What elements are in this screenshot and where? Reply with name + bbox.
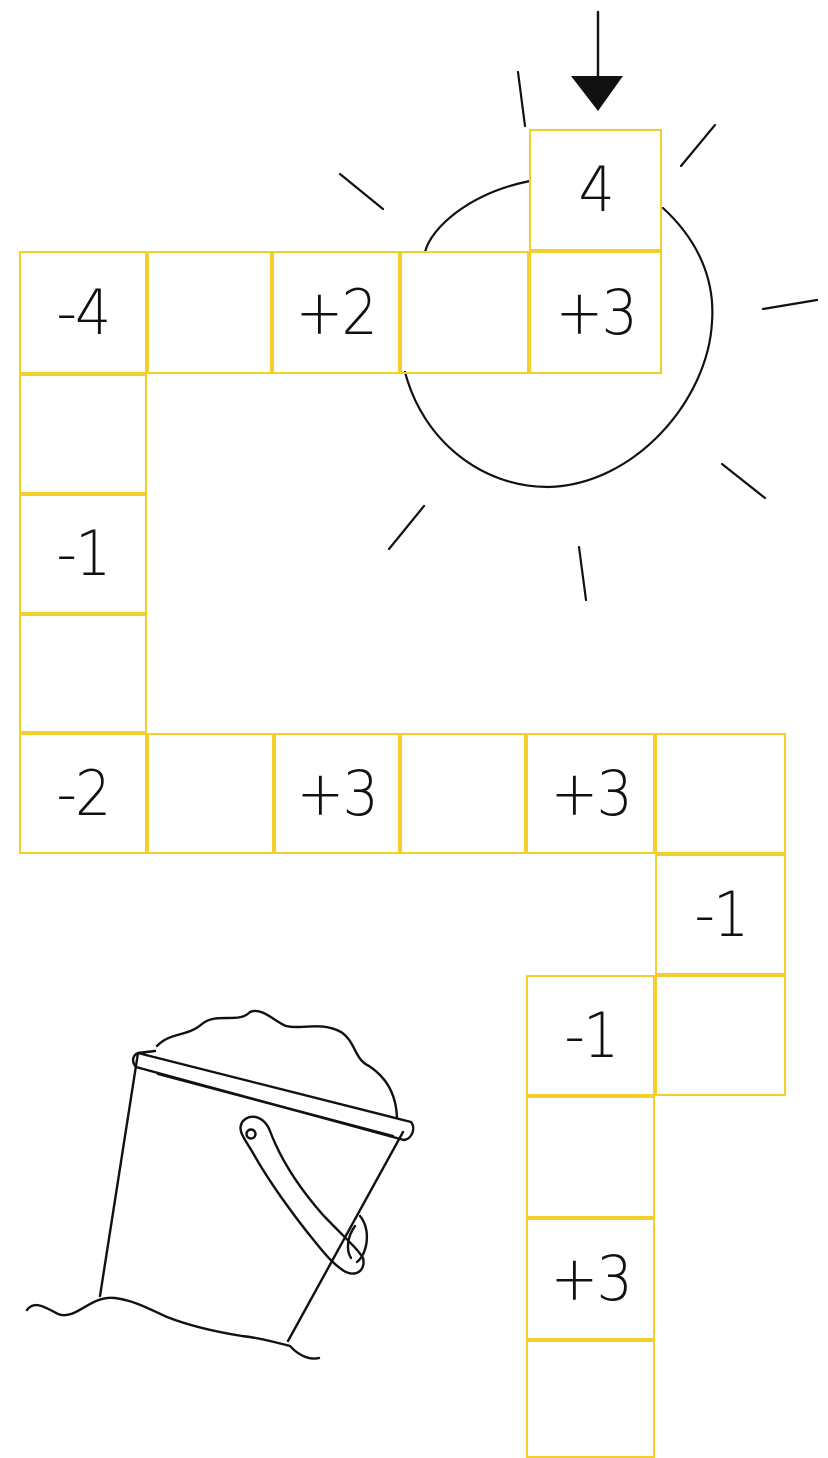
start-cell-value: 4 (578, 159, 612, 221)
operation-cell: +3 (274, 733, 400, 854)
operation-cell: +3 (526, 1218, 655, 1340)
operation-cell: -1 (655, 854, 786, 975)
blank-cell[interactable] (19, 374, 147, 494)
blank-cell[interactable] (526, 1096, 655, 1218)
operation-cell-value: +3 (297, 763, 377, 825)
operation-cell-value: -1 (56, 523, 109, 585)
blank-cell[interactable] (400, 733, 526, 854)
blank-cell[interactable] (655, 733, 786, 854)
operation-cell-value: +3 (550, 1248, 630, 1310)
operation-cell: +3 (529, 251, 662, 374)
blank-cell[interactable] (400, 251, 529, 374)
operation-cell: +3 (526, 733, 655, 854)
blank-cell[interactable] (526, 1340, 655, 1458)
operation-cell: -1 (19, 494, 147, 614)
blank-cell[interactable] (147, 251, 272, 374)
operation-cell-value: -1 (564, 1005, 617, 1067)
operation-cell-value: +2 (296, 282, 376, 344)
blank-cell[interactable] (19, 614, 147, 733)
operation-cell-value: -4 (56, 282, 109, 344)
operation-cell-value: +3 (555, 282, 635, 344)
operation-cell: -1 (526, 975, 655, 1096)
start-cell: 4 (529, 129, 662, 251)
blank-cell[interactable] (655, 975, 786, 1096)
operation-cell-value: +3 (550, 763, 630, 825)
operation-cell-value: -1 (694, 884, 747, 946)
operation-cell: -2 (19, 733, 147, 854)
operation-cell: +2 (272, 251, 400, 374)
operation-cell: -4 (19, 251, 147, 374)
blank-cell[interactable] (147, 733, 274, 854)
operation-cell-value: -2 (56, 763, 109, 825)
